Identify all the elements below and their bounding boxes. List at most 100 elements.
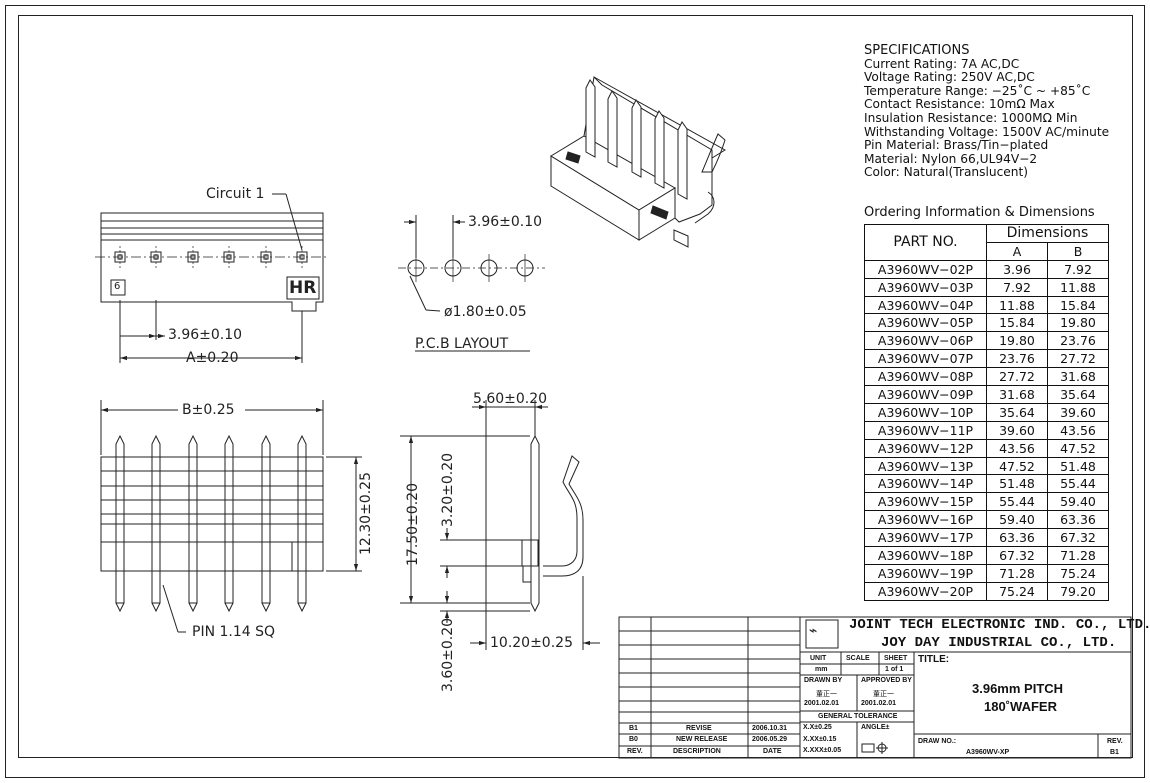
unit-value: mm [815,666,828,673]
part-number-cell: A3960WV−06P [864,331,987,351]
spec-line: Color: Natural(Translucent) [864,165,1029,180]
product-title-line2: 180˚WAFER [984,699,1057,714]
pcb-pitch-label: 3.96±0.10 [468,214,543,230]
pin-size-label: PIN 1.14 SQ [192,624,276,640]
title-block-grid [618,616,1132,759]
dimension-a-cell: 55.44 [986,492,1048,512]
part-number-cell: A3960WV−08P [864,367,987,387]
header-a: A [986,241,1048,261]
spec-line: Material: Nylon 66,UL94V−2 [864,151,1038,166]
drawn-by-label: DRAWN BY [804,677,843,684]
dimension-b-cell: 43.56 [1047,420,1109,440]
dimension-a-cell: 75.24 [986,581,1048,601]
dimension-a-cell: 31.68 [986,385,1048,404]
dimension-b-cell: 63.36 [1047,510,1109,530]
isometric-view [550,75,726,248]
spec-line: Current Rating: 7A AC,DC [864,56,1020,71]
scale-label: SCALE [846,655,870,662]
dimension-a-cell: 7.92 [986,277,1048,297]
side-upper-height-label: 3.20±0.20 [440,452,456,527]
dimension-a-cell: 35.64 [986,402,1048,422]
circuit-1-label: Circuit 1 [206,186,265,202]
spec-line: Contact Resistance: 10mΩ Max [864,97,1055,112]
dimension-b-cell: 59.40 [1047,492,1109,512]
part-number-cell: A3960WV−11P [864,420,987,440]
dimension-a-cell: 27.72 [986,367,1048,387]
a-dimension-label: A±0.20 [186,350,239,366]
ordering-title: Ordering Information & Dimensions [864,205,1095,220]
front-pins [115,434,307,613]
part-number-cell: A3960WV−04P [864,295,987,315]
hole-diameter-label: ø1.80±0.05 [444,304,527,320]
part-number-cell: A3960WV−02P [864,259,987,279]
part-number-cell: A3960WV−14P [864,474,987,494]
dimension-a-cell: 11.88 [986,295,1048,315]
revision-date: 2006.10.31 [752,725,788,732]
part-number-cell: A3960WV−07P [864,349,987,369]
part-number-cell: A3960WV−05P [864,313,987,333]
rev-label: REV. [1107,738,1123,745]
height-dimension-label: 12.30±0.25 [358,472,374,555]
pcb-layout [398,215,545,352]
dimension-a-cell: 19.80 [986,331,1048,351]
part-number-cell: A3960WV−12P [864,438,987,458]
dimension-b-cell: 35.64 [1047,385,1109,404]
unit-label: UNIT [810,655,827,662]
dimension-b-cell: 19.80 [1047,313,1109,333]
dimension-b-cell: 31.68 [1047,367,1109,387]
revision-desc: REVISE [686,725,712,732]
dimension-b-cell: 75.24 [1047,563,1109,583]
sheet-value: 1 of 1 [885,666,904,673]
specifications-title: SPECIFICATIONS [864,43,970,58]
revision-rev: B1 [629,725,638,732]
b-dimension-label: B±0.25 [182,402,235,418]
column-rev: REV. [627,748,643,755]
dimension-a-cell: 47.52 [986,456,1048,476]
draw-no-value: A3960WV-XP [966,749,1010,756]
sheet-label: SHEET [884,655,908,662]
dimension-b-cell: 23.76 [1047,331,1109,351]
spec-line: Temperature Range: −25˚C ~ +85˚C [864,83,1091,98]
company-name-2: JOY DAY INDUSTRIAL CO., LTD. [881,635,1117,651]
spec-line: Pin Material: Brass/Tin−plated [864,138,1049,153]
column-description: DESCRIPTION [673,748,721,755]
dimension-b-cell: 27.72 [1047,349,1109,369]
approved-by-label: APPROVED BY [861,677,912,684]
company-name-1: JOINT TECH ELECTRONIC IND. CO., LTD. [849,617,1150,633]
spec-line: Insulation Resistance: 1000MΩ Min [864,110,1078,125]
part-number-cell: A3960WV−16P [864,510,987,530]
drawn-date: 2001.02.01 [804,700,840,707]
side-tail-label: 3.60±0.20 [440,617,456,692]
dimension-a-cell: 3.96 [986,259,1048,279]
part-number-cell: A3960WV−18P [864,546,987,565]
column-date: DATE [763,748,782,755]
header-part-no: PART NO. [864,224,987,261]
dimension-b-cell: 79.20 [1047,581,1109,601]
revision-rev: B0 [629,736,638,743]
approved-date: 2001.02.01 [861,700,897,707]
dimension-a-cell: 23.76 [986,349,1048,369]
dimension-a-cell: 51.48 [986,474,1048,494]
dimension-a-cell: 39.60 [986,420,1048,440]
header-b: B [1047,241,1109,261]
hr-logo-box [286,276,320,300]
top-view [95,193,328,363]
